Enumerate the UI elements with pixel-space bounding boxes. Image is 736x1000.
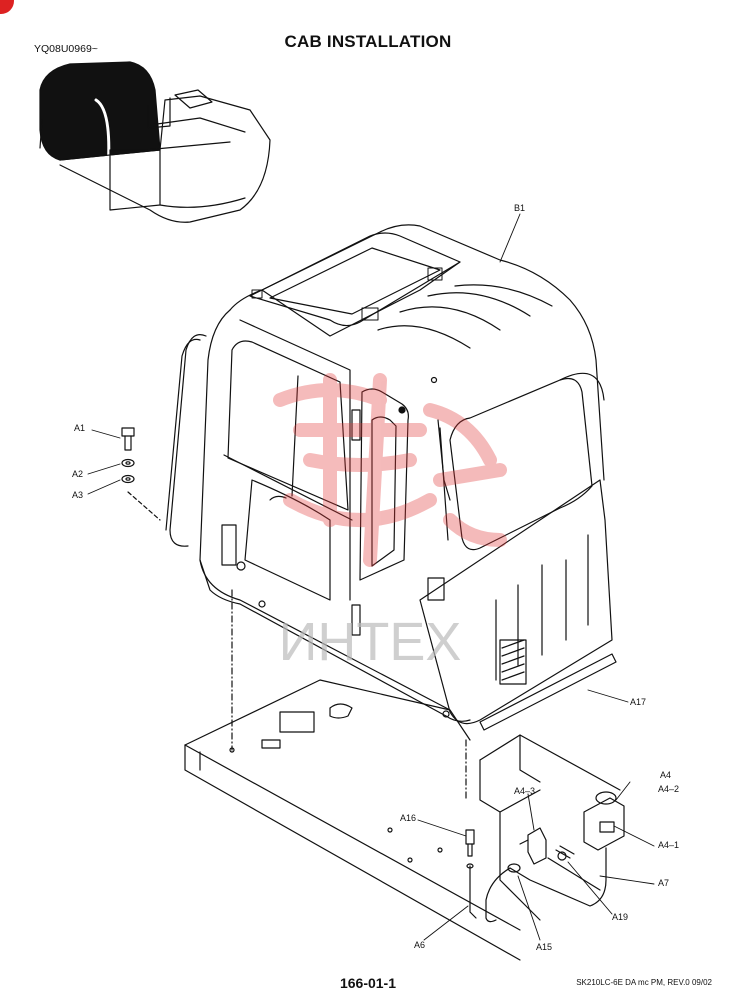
connector-a4-3 <box>519 827 547 865</box>
callout-a4-2: A4–2 <box>658 784 680 794</box>
watermark-text: ИНТЕХ <box>279 612 462 672</box>
roof-hatch-latches <box>251 267 443 321</box>
support-bracket <box>479 734 621 921</box>
callout-a4-3: A4–3 <box>514 786 536 796</box>
rod-a6 <box>465 739 477 919</box>
cab-body-b1 <box>165 224 613 725</box>
callout-a3: A3 <box>72 490 84 500</box>
floor-plate <box>184 679 521 961</box>
callout-b1: B1 <box>514 203 526 213</box>
page-number: 166-01-1 <box>339 975 397 991</box>
callout-a15: A15 <box>536 942 553 952</box>
page-title: CAB INSTALLATION <box>284 32 452 51</box>
seal-strip-a17 <box>479 653 617 731</box>
wire-harness-a7 <box>485 863 521 923</box>
callout-a17: A17 <box>630 697 647 707</box>
clamp-a19 <box>547 845 601 891</box>
grommet-a16 <box>465 829 475 857</box>
switch-assembly-a4 <box>509 791 625 907</box>
footer-note: SK210LC-6E DA mc PM, REV.0 09/02 <box>576 978 712 987</box>
cab-location-thumbnail <box>39 61 271 223</box>
callout-a4-1: A4–1 <box>658 840 680 850</box>
leader-lines <box>87 213 655 941</box>
mounting-bolt-set <box>121 427 233 751</box>
callout-a4: A4 <box>660 770 672 780</box>
callout-a2: A2 <box>72 469 84 479</box>
watermark-seal <box>273 373 507 567</box>
callout-a7: A7 <box>658 878 670 888</box>
callout-a6: A6 <box>414 940 426 950</box>
serial-range: YQ08U0969~ <box>34 43 98 55</box>
callout-a1: A1 <box>74 423 86 433</box>
callout-a16: A16 <box>400 813 417 823</box>
callout-a19: A19 <box>612 912 629 922</box>
